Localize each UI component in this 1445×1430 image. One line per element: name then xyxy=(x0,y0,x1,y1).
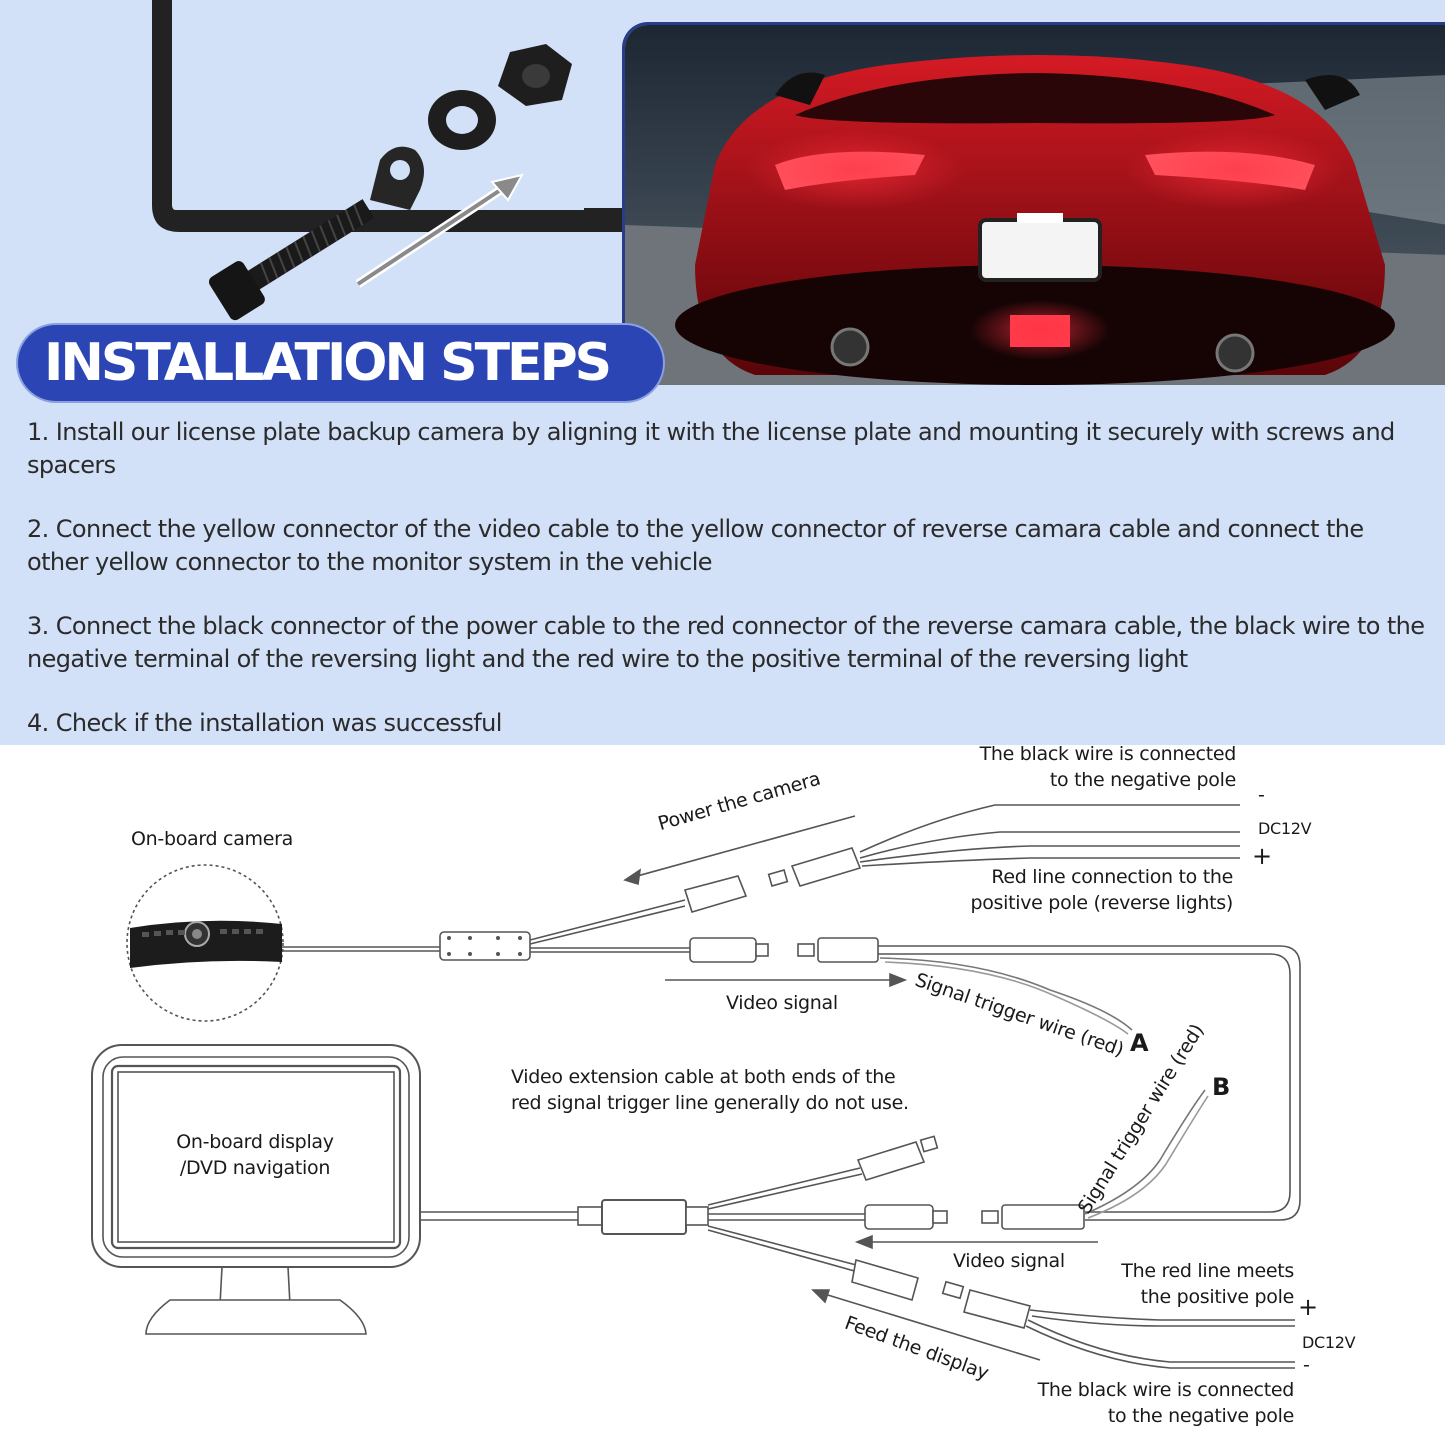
step-4: 4. Check if the installation was success… xyxy=(27,709,502,737)
step-2: 2. Connect the yellow connector of the v… xyxy=(27,515,1364,576)
point-a: A xyxy=(1130,1029,1149,1057)
plate-frame-illustration xyxy=(152,0,622,321)
video-signal-bottom: Video signal xyxy=(953,1250,1065,1272)
page-title: INSTALLATION STEPS xyxy=(44,333,612,393)
camera-device xyxy=(130,920,282,968)
car-photo xyxy=(622,22,1445,385)
camera-label: On-board camera xyxy=(131,828,294,850)
dc12v-top: DC12V xyxy=(1258,819,1312,838)
black-wire-top-line2: to the negative pole xyxy=(1049,769,1236,791)
red-line-bottom-line2: the positive pole xyxy=(1140,1286,1295,1308)
extension-note-line2: red signal trigger line generally do not… xyxy=(511,1092,909,1114)
dc12v-bottom: DC12V xyxy=(1302,1333,1356,1352)
minus-top: - xyxy=(1258,784,1265,806)
step-1: 1. Install our license plate backup came… xyxy=(27,418,1395,479)
red-line-top-line1: Red line connection to the xyxy=(991,866,1233,888)
extension-note-line1: Video extension cable at both ends of th… xyxy=(511,1066,896,1088)
minus-bottom: - xyxy=(1303,1354,1310,1376)
plus-bottom: + xyxy=(1298,1293,1318,1321)
red-line-top-line2: positive pole (reverse lights) xyxy=(970,892,1233,914)
black-wire-bottom-line2: to the negative pole xyxy=(1107,1405,1294,1427)
section-title-pill: INSTALLATION STEPS xyxy=(18,325,663,401)
black-wire-bottom-line1: The black wire is connected xyxy=(1037,1379,1295,1401)
point-b: B xyxy=(1212,1073,1230,1101)
display-label-line1: On-board display xyxy=(176,1131,334,1153)
video-signal-top: Video signal xyxy=(726,992,838,1014)
display-label-line2: /DVD navigation xyxy=(179,1157,331,1179)
red-line-bottom-line1: The red line meets xyxy=(1121,1260,1294,1282)
black-wire-top-line1: The black wire is connected xyxy=(979,743,1237,765)
plus-top: + xyxy=(1252,842,1272,870)
step-3: 3. Connect the black connector of the po… xyxy=(27,612,1425,673)
